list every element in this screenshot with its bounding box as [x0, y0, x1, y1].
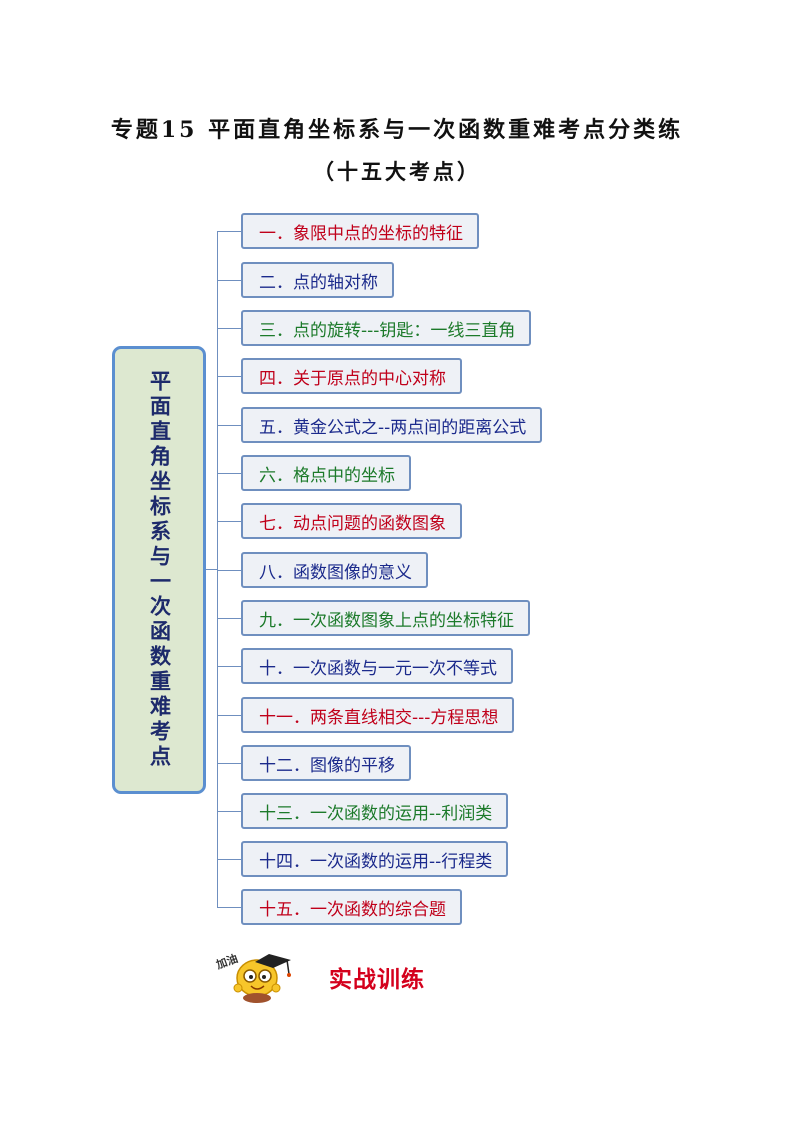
- connector-tick: [217, 328, 241, 329]
- branch-item: 四．关于原点的中心对称: [241, 358, 462, 394]
- practice-heading: 实战训练: [329, 966, 425, 993]
- branch-label: 十五．一次函数的综合题: [259, 899, 446, 920]
- branch-item: 十三．一次函数的运用--利润类: [241, 793, 509, 829]
- branch-label: 六．格点中的坐标: [259, 465, 395, 486]
- branch-item: 五．黄金公式之--两点间的距离公式: [241, 407, 543, 443]
- connector-tick: [217, 473, 241, 474]
- connector-tick: [217, 907, 241, 908]
- branch-item: 七．动点问题的函数图象: [241, 503, 462, 539]
- branch-label: 七．动点问题的函数图象: [259, 513, 446, 534]
- connector-tick: [217, 763, 241, 764]
- branch-item: 一．象限中点的坐标的特征: [241, 213, 479, 249]
- branch-label: 三．点的旋转---钥匙：一线三直角: [259, 320, 516, 341]
- branch-label: 十一．两条直线相交---方程思想: [259, 707, 499, 728]
- connector-tick: [217, 666, 241, 667]
- branch-label: 四．关于原点的中心对称: [259, 368, 446, 389]
- mindmap-root-label: 平面直角坐标系与一次函数重难考点: [147, 370, 172, 770]
- connector-tick: [217, 859, 241, 860]
- connector-tick: [217, 280, 241, 281]
- branch-item: 三．点的旋转---钥匙：一线三直角: [241, 310, 532, 346]
- connector-tick: [217, 376, 241, 377]
- branch-label: 十．一次函数与一元一次不等式: [259, 658, 497, 679]
- page-title: 专题15 平面直角坐标系与一次函数重难考点分类练: [110, 117, 684, 143]
- branch-label: 十四．一次函数的运用--行程类: [259, 851, 493, 872]
- branch-item: 十．一次函数与一元一次不等式: [241, 648, 513, 684]
- cheering-mascot-icon: 加油: [215, 951, 291, 1003]
- connector-tick: [217, 811, 241, 812]
- branch-item: 十四．一次函数的运用--行程类: [241, 841, 509, 877]
- connector-tick: [217, 425, 241, 426]
- connector-root: [206, 569, 218, 570]
- branch-item: 二．点的轴对称: [241, 262, 394, 298]
- branch-label: 一．象限中点的坐标的特征: [259, 223, 463, 244]
- branch-item: 九．一次函数图象上点的坐标特征: [241, 600, 530, 636]
- branch-label: 五．黄金公式之--两点间的距离公式: [259, 417, 527, 438]
- branch-item: 十二．图像的平移: [241, 745, 411, 781]
- branch-item: 八．函数图像的意义: [241, 552, 428, 588]
- connector-tick: [217, 618, 241, 619]
- connector-tick: [217, 521, 241, 522]
- branch-item: 六．格点中的坐标: [241, 455, 411, 491]
- branch-item: 十五．一次函数的综合题: [241, 889, 462, 925]
- connector-tick: [217, 715, 241, 716]
- connector-tick: [217, 231, 241, 232]
- branch-label: 十三．一次函数的运用--利润类: [259, 803, 493, 824]
- page-subtitle: （十五大考点）: [313, 159, 481, 184]
- branch-label: 八．函数图像的意义: [259, 562, 412, 583]
- branch-label: 九．一次函数图象上点的坐标特征: [259, 610, 514, 631]
- branch-label: 十二．图像的平移: [259, 755, 395, 776]
- mindmap-root: 平面直角坐标系与一次函数重难考点: [112, 346, 206, 794]
- mascot-text: 加油: [215, 951, 240, 972]
- branch-item: 十一．两条直线相交---方程思想: [241, 697, 515, 733]
- branch-label: 二．点的轴对称: [259, 272, 378, 293]
- connector-tick: [217, 570, 241, 571]
